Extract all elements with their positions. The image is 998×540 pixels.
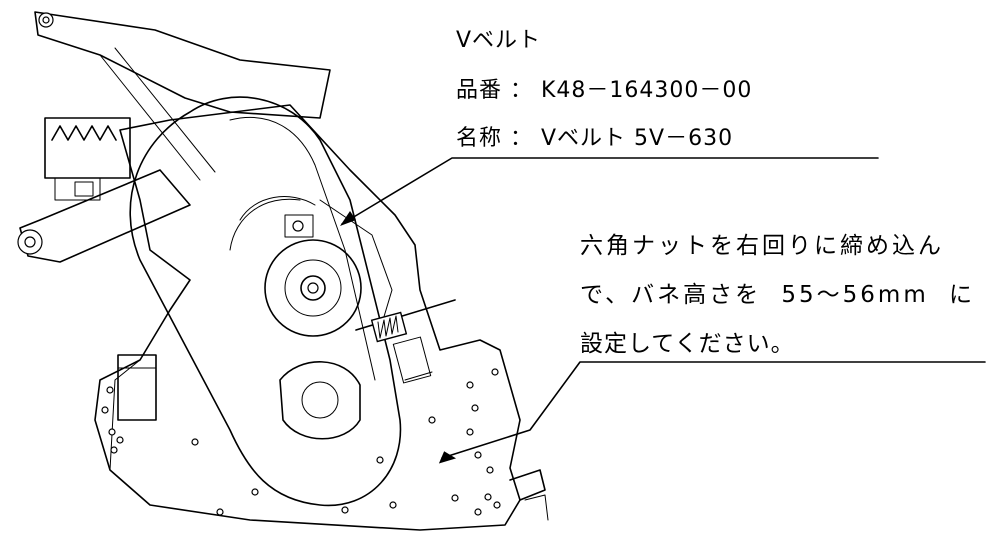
left-bracket [117, 354, 157, 421]
spring-leader [438, 361, 986, 464]
belt-cover [129, 96, 402, 507]
adjust-note-line-3: 設定してください。 [580, 331, 795, 357]
belt-leader [340, 157, 879, 226]
upper-pulley [229, 196, 362, 337]
belt-name: 名称 ： Vベルト 5V－630 [456, 126, 734, 151]
upper-arm [34, 11, 331, 181]
side-plate [94, 104, 521, 531]
right-bottom-bracket [509, 469, 549, 521]
lower-arm [17, 169, 191, 263]
zigzag-bracket [44, 117, 131, 201]
adjust-note-line-1: 六角ナットを右回りに締め込ん [580, 233, 944, 259]
belt-part-number: 品番 ： K48－164300－00 [456, 78, 753, 103]
mounting-holes [101, 368, 501, 516]
adjust-note-line-2: で、バネ高さを 55～56mm に [580, 282, 976, 308]
spring-assembly [355, 299, 456, 384]
lower-pulley [279, 361, 361, 440]
tension-bracket [284, 199, 393, 331]
belt-label-title: Vベルト [456, 28, 542, 53]
